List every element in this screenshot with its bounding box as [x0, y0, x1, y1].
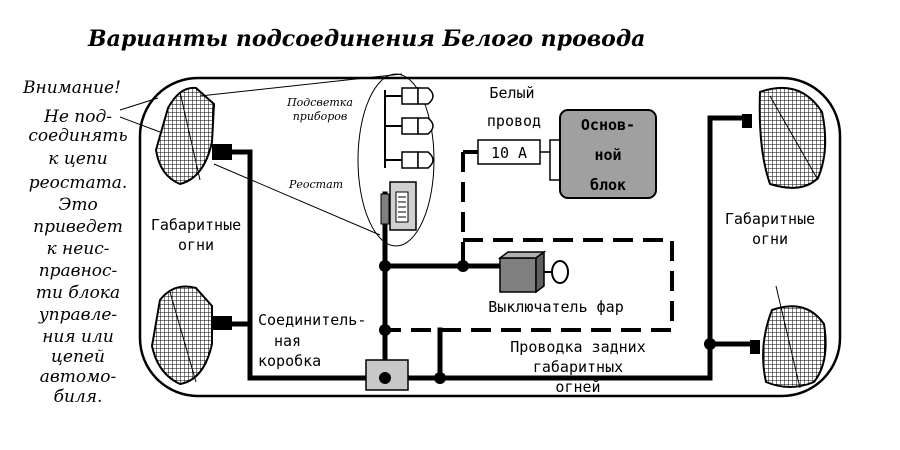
front-left-lamp [154, 86, 232, 186]
bulb-leads [385, 95, 402, 161]
main-unit-box [559, 109, 657, 199]
panel-bulb-icon [401, 151, 434, 169]
main-unit-connector [549, 139, 561, 181]
connection-node [379, 372, 391, 384]
junction-box-label: Соединитель- [258, 311, 366, 329]
main-wiring-loop [229, 115, 745, 381]
warning-line: ния или [42, 327, 114, 347]
warning-line: ти блока [36, 283, 120, 303]
panel-bulb-icon [401, 117, 434, 135]
rear-wiring-label: Проводка задних [510, 338, 645, 356]
rear-right-lamp [750, 285, 827, 389]
fuse-label: 10 A [491, 144, 527, 162]
warning-line: Внимание! [22, 78, 121, 98]
main-unit-label: ной [594, 146, 621, 164]
panel-light-label: приборов [293, 110, 348, 123]
warning-line: реостата. [29, 173, 128, 193]
headlight-switch-icon [497, 250, 569, 294]
warning-line: Это [58, 195, 97, 215]
connection-node [379, 260, 391, 272]
rheostat-icon [380, 181, 417, 231]
connection-node [457, 260, 469, 272]
headlight-switch-label: Выключатель фар [488, 298, 623, 316]
warning-line: Не под- [43, 107, 112, 127]
panel-light-label: Подсветка [286, 96, 353, 109]
zoom-callout-line [199, 73, 403, 97]
warning-line: к цепи [48, 149, 107, 169]
diagram-title: Варианты подсоединения Белого провода [87, 26, 645, 52]
optional-connection-dashed [385, 150, 674, 332]
warning-note: Внимание! Не под- соединять к цепи реост… [22, 78, 161, 407]
rear-left-lamp [150, 285, 232, 386]
warning-line: автомо- [40, 367, 117, 387]
white-wire-label: Белый [489, 84, 534, 102]
zoom-callout-line [213, 163, 381, 236]
marker-lights-right-label: Габаритные [725, 210, 815, 228]
rheostat-label: Реостат [288, 178, 343, 191]
warning-line: управле- [38, 305, 118, 325]
car-body-outline [138, 76, 842, 398]
connection-node [379, 324, 391, 336]
rear-wiring-label: огней [555, 378, 600, 396]
marker-lights-left-label: Габаритные [151, 216, 241, 234]
rear-wiring-label: габаритных [533, 358, 623, 376]
connection-node [434, 372, 446, 384]
warning-line: соединять [28, 126, 127, 146]
main-unit-label: Основ- [581, 116, 635, 134]
warning-line: правнос- [39, 261, 118, 281]
warning-line: приведет [33, 217, 123, 237]
warning-line: биля. [54, 387, 103, 407]
warning-line: к неис- [46, 239, 109, 259]
zoom-callout-ellipse [357, 73, 435, 247]
panel-bulb-icon [401, 87, 434, 105]
connection-node [704, 338, 716, 350]
marker-lights-right-label: огни [752, 230, 788, 248]
junction-box-label: коробка [258, 352, 321, 370]
front-right-lamp [742, 87, 827, 189]
marker-lights-left-label: огни [178, 236, 214, 254]
main-unit-label: блок [590, 176, 626, 194]
warning-line: цепей [51, 347, 105, 367]
white-wire-label: провод [487, 112, 541, 130]
junction-box-label: ная [274, 332, 301, 350]
